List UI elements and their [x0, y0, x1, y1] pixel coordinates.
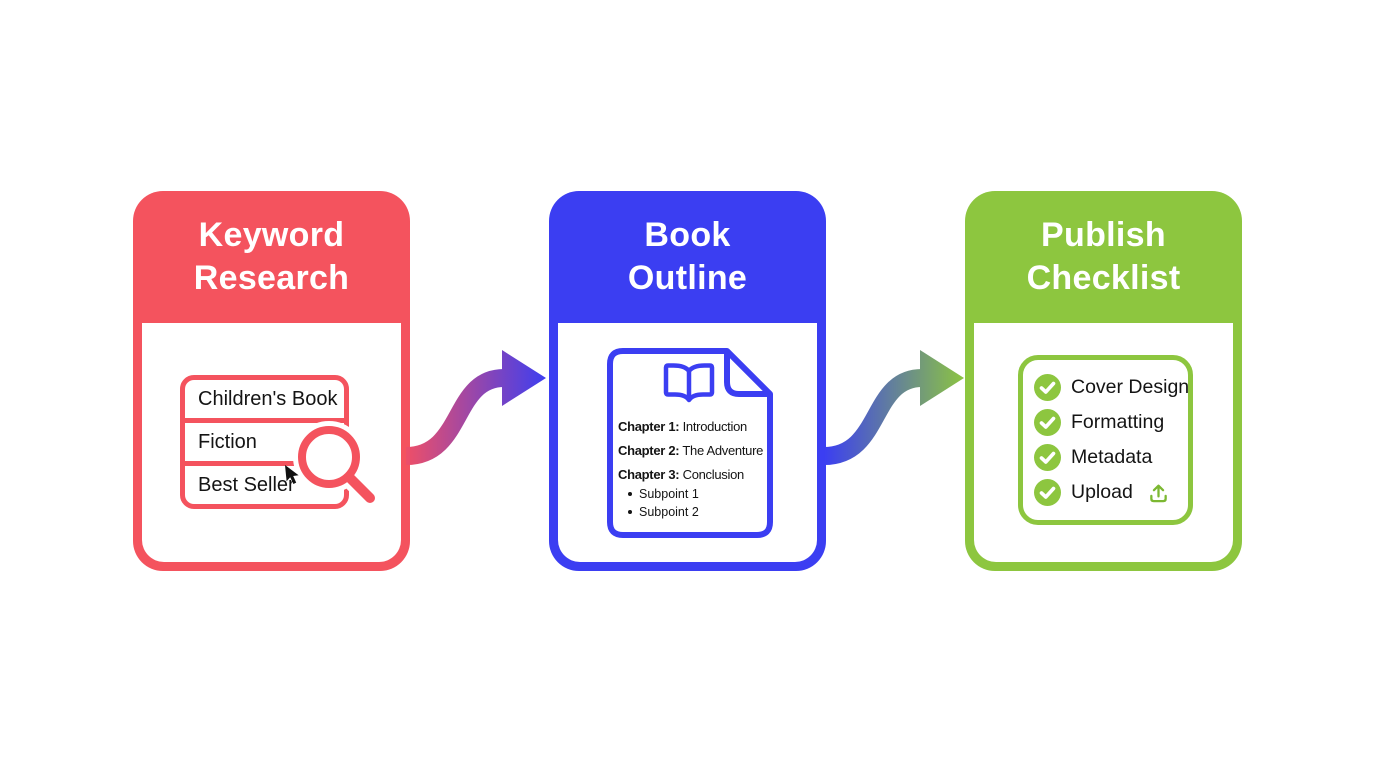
check-circle-icon	[1034, 374, 1061, 401]
checklist-label: Formatting	[1071, 411, 1165, 433]
search-term-label: Fiction	[198, 430, 257, 453]
chapter-label: Chapter 2:	[618, 443, 680, 458]
card-title: Publish Checklist	[1027, 214, 1181, 300]
card-title-line1: Publish	[1041, 216, 1166, 254]
outline-document: Chapter 1: Introduction Chapter 2: The A…	[607, 348, 773, 538]
bullet-icon	[628, 492, 632, 496]
card-header: Book Outline	[558, 191, 817, 323]
card-title-line1: Keyword	[198, 216, 345, 254]
cursor-icon	[285, 465, 299, 484]
subpoint-list: Subpoint 1 Subpoint 2	[618, 485, 769, 521]
card-header: Keyword Research	[142, 191, 401, 323]
search-term-row: Best Seller	[185, 461, 344, 504]
chapter-title: Introduction	[682, 419, 748, 434]
chapter-line: Chapter 3: Conclusion	[618, 467, 769, 483]
card-title-line2: Outline	[627, 259, 748, 297]
subpoint-label: Subpoint 1	[639, 487, 699, 501]
check-circle-icon	[1034, 479, 1061, 506]
flow-arrow-2-icon	[824, 350, 964, 465]
flow-arrow-1-icon	[406, 350, 546, 465]
check-circle-icon	[1034, 409, 1061, 436]
subpoint-label: Subpoint 2	[639, 505, 699, 519]
card-title-line2: Research	[193, 259, 350, 297]
check-circle-icon	[1034, 444, 1061, 471]
checklist-row: Cover Design	[1034, 374, 1190, 401]
subpoint: Subpoint 1	[628, 485, 769, 503]
card-body: Cover Design Formatting Metadata	[974, 323, 1233, 562]
card-body: Chapter 1: Introduction Chapter 2: The A…	[558, 323, 817, 562]
bullet-icon	[628, 510, 632, 514]
checklist-panel: Cover Design Formatting Metadata	[1018, 355, 1193, 525]
checklist-row: Formatting	[1034, 409, 1188, 436]
chapter-title: The Adventure	[682, 443, 764, 458]
chapter-label: Chapter 3:	[618, 467, 680, 482]
checklist-label: Upload	[1071, 481, 1133, 503]
search-term-label: Children's Book	[198, 387, 338, 410]
chapter-line: Chapter 2: The Adventure	[618, 443, 769, 459]
card-keyword-research: Keyword Research Children's Book Fiction…	[133, 191, 410, 571]
checklist-label: Metadata	[1071, 446, 1153, 468]
subpoint: Subpoint 2	[628, 503, 769, 521]
open-book-icon	[663, 363, 715, 403]
checklist-row: Metadata	[1034, 444, 1188, 471]
card-header: Publish Checklist	[974, 191, 1233, 323]
chapter-line: Chapter 1: Introduction	[618, 419, 769, 435]
card-book-outline: Book Outline Chapter 1: Introduction	[549, 191, 826, 571]
card-body: Children's Book Fiction Best Seller	[142, 323, 401, 562]
search-term-row: Children's Book	[185, 380, 344, 418]
magnifier-icon	[293, 421, 382, 510]
chapter-title: Conclusion	[682, 467, 745, 482]
card-publish-checklist: Publish Checklist Cover Design	[965, 191, 1242, 571]
upload-icon	[1149, 484, 1167, 503]
card-title: Book Outline	[628, 214, 747, 300]
document-page-icon	[607, 348, 773, 538]
chapter-label: Chapter 1:	[618, 419, 680, 434]
card-title-line2: Checklist	[1026, 259, 1181, 297]
search-term-row: Fiction	[185, 418, 344, 461]
outline-text: Chapter 1: Introduction Chapter 2: The A…	[618, 419, 769, 521]
checklist-label: Cover Design	[1071, 376, 1190, 398]
card-title: Keyword Research	[194, 214, 350, 300]
search-term-label: Best Seller	[198, 473, 295, 496]
card-title-line1: Book	[644, 216, 731, 254]
checklist-row: Upload	[1034, 479, 1188, 506]
